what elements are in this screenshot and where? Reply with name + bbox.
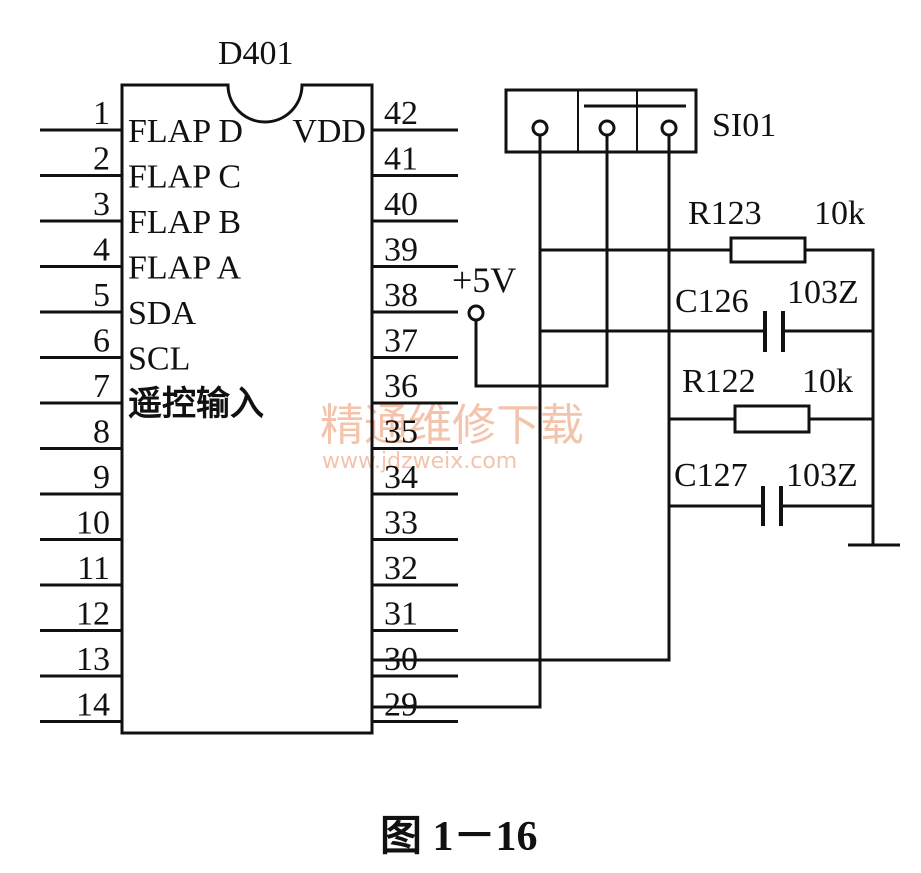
left-pin-number: 3 xyxy=(93,186,110,223)
plus5v-terminal xyxy=(467,304,485,322)
r122-ref: R122 xyxy=(682,363,756,400)
left-pin-number: 8 xyxy=(93,414,110,451)
left-pin-signal: 遥控输入 xyxy=(128,385,264,423)
watermark: 精通维修下载 www.jdzweix.com xyxy=(320,400,584,474)
wire-pin30 xyxy=(372,135,671,662)
left-pin-number: 13 xyxy=(76,641,110,678)
left-pin-group: 1 FLAP D 2 FLAP C 3 FLAP B 4 FLAP A 5 SDA 6 SCL 7 遥控输… xyxy=(40,95,264,724)
left-pin-signal: FLAP D xyxy=(128,113,243,150)
figure-caption: 图 1－16 xyxy=(380,814,538,860)
wire-plus5v xyxy=(474,135,609,388)
left-pin-number: 9 xyxy=(93,459,110,496)
left-pin-number: 7 xyxy=(93,368,110,405)
right-pin-number: 41 xyxy=(384,141,418,178)
connector-terminal xyxy=(531,119,549,137)
chip-body xyxy=(120,83,374,735)
left-pin-number: 5 xyxy=(93,277,110,314)
left-pin-number: 2 xyxy=(93,141,110,178)
watermark-text: 精通维修下载 xyxy=(320,400,584,451)
resistor-r122 xyxy=(733,404,811,434)
right-pin-number: 32 xyxy=(384,550,418,587)
left-pin-signal: FLAP C xyxy=(128,159,241,196)
right-pin-number: 34 xyxy=(384,459,418,496)
supply-label: +5V xyxy=(452,260,516,300)
connector-terminal xyxy=(598,119,616,137)
watermark-url: www.jdzweix.com xyxy=(322,449,517,474)
connector-si01: SI01 xyxy=(504,88,776,154)
left-pin-number: 4 xyxy=(93,232,110,269)
wires xyxy=(372,135,900,709)
right-pin-number: 35 xyxy=(384,414,418,451)
c126-value: 103Z xyxy=(787,274,859,311)
right-pin-number: 29 xyxy=(384,687,418,724)
left-pin-number: 1 xyxy=(93,95,110,132)
left-pin-number: 6 xyxy=(93,323,110,360)
right-pin-number: 37 xyxy=(384,323,418,360)
resistor-r123 xyxy=(729,236,807,264)
right-pin-number: 39 xyxy=(384,232,418,269)
right-pin-number: 36 xyxy=(384,368,418,405)
wire-pin29 xyxy=(372,135,542,709)
left-pin-signal: SDA xyxy=(128,295,196,332)
right-pin-number: 42 xyxy=(384,95,418,132)
right-pin-number: 40 xyxy=(384,186,418,223)
c126-ref: C126 xyxy=(675,283,749,320)
right-pin-number: 33 xyxy=(384,505,418,542)
left-pin-signal: SCL xyxy=(128,341,190,378)
r122-value: 10k xyxy=(802,363,853,400)
connector-ref: SI01 xyxy=(712,107,776,144)
left-pin-signal: FLAP A xyxy=(128,250,242,287)
chip-ref: D401 xyxy=(218,35,294,72)
c127-value: 103Z xyxy=(786,457,858,494)
connector-body xyxy=(504,88,698,154)
r123-value: 10k xyxy=(814,195,865,232)
wire-right-rail xyxy=(805,248,875,545)
c127-ref: C127 xyxy=(674,457,748,494)
connector-terminal xyxy=(660,119,678,137)
right-pin-number: 31 xyxy=(384,596,418,633)
left-pin-number: 12 xyxy=(76,596,110,633)
left-pin-number: 11 xyxy=(77,550,110,587)
right-pin-number: 38 xyxy=(384,277,418,314)
left-pin-number: 14 xyxy=(76,687,110,724)
r123-ref: R123 xyxy=(688,195,762,232)
left-pin-number: 10 xyxy=(76,505,110,542)
right-pin-signal: VDD xyxy=(292,113,366,150)
left-pin-signal: FLAP B xyxy=(128,204,241,241)
